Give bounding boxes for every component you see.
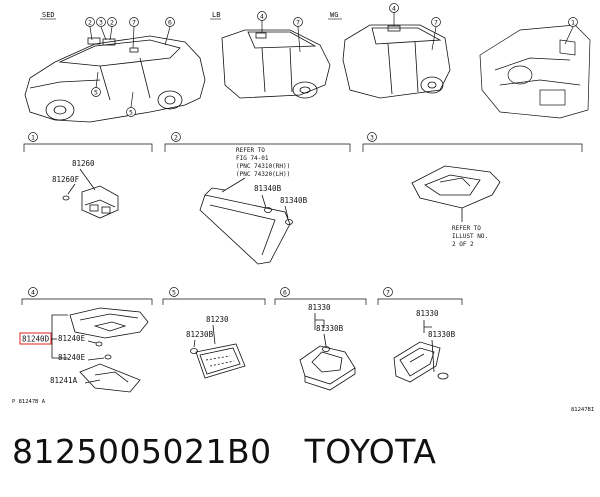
diagram-code-right: 81247BI — [571, 407, 594, 413]
refer-line-4: (PNC 74320(LH)) — [236, 171, 290, 178]
part-81260-label: 81260 — [72, 159, 95, 168]
part-81240e-label-1: 81240E — [58, 334, 86, 343]
variant-label-lb: LB — [212, 11, 220, 19]
map-lamp-drawing — [190, 324, 246, 379]
panel-number-circles-row1 — [28, 132, 377, 142]
overhead-console-drawing — [411, 165, 501, 222]
refer-note-line-2: ILLUST NO. — [452, 233, 488, 240]
part-81230b-label: 81230B — [186, 330, 214, 339]
interior-illustration — [479, 24, 591, 119]
part-81260-drawing — [62, 168, 119, 219]
panel6-number: 6 — [283, 289, 287, 297]
refer-line-1: REFER TO — [236, 147, 265, 154]
callout-2b: 2 — [110, 19, 114, 27]
part-81340b-label-1: 81340B — [254, 184, 282, 193]
part-81230-label: 81230 — [206, 315, 229, 324]
callout-1: 1 — [571, 19, 575, 27]
part-81340b-label-2: 81340B — [280, 196, 308, 205]
callout-7: 7 — [132, 19, 136, 27]
wagon-illustration — [342, 24, 451, 99]
wagon-callout-numbers: 4 7 — [392, 5, 438, 27]
panel-frames-row1 — [23, 143, 583, 152]
refer-note-line-1: REFER TO — [452, 225, 481, 232]
footer-caption: 8125005021B0 TOYOTA — [12, 432, 436, 471]
variant-label-wg: WG — [330, 11, 338, 19]
sun-visor-drawing — [199, 177, 293, 265]
part-81330-label-6: 81330 — [308, 303, 331, 312]
refer-line-2: FIG 74-01 — [236, 155, 269, 162]
interior-callouts — [564, 17, 578, 45]
callout-5b: 5 — [129, 109, 133, 117]
part-81330b-label-6: 81330B — [316, 324, 344, 333]
callout-6: 6 — [168, 19, 172, 27]
panel2-number: 2 — [174, 134, 178, 142]
panel5-number: 5 — [172, 289, 176, 297]
part-81240e-label-2: 81240E — [58, 353, 86, 362]
liftback-callouts — [257, 11, 303, 53]
panel1-number: 1 — [31, 134, 35, 142]
refer-line-3: (PNC 74310(RH)) — [236, 163, 290, 170]
refer-note-line-3: 2 OF 2 — [452, 241, 474, 248]
variant-label-sed: SED — [42, 11, 55, 19]
part-81241a-label: 81241A — [50, 376, 78, 385]
part-81330-label-7: 81330 — [416, 309, 439, 318]
callout-5: 5 — [94, 89, 98, 97]
sedan-callout-numbers: 2 3 2 7 6 5 5 — [88, 19, 172, 117]
panel-frames-row2 — [21, 298, 463, 305]
panel-number-circles-row2 — [28, 287, 393, 297]
callout-2: 2 — [88, 19, 92, 27]
highlight-box-81240d — [19, 332, 52, 345]
panel4-number: 4 — [31, 289, 35, 297]
diagram-code-left: P 81247B A — [12, 399, 46, 405]
part-81240d-label: 81240D — [22, 335, 50, 344]
part-81330b-label-7: 81330B — [428, 330, 456, 339]
callout-3: 3 — [99, 19, 103, 27]
room-lamp-drawing — [51, 307, 149, 393]
liftback-callout-numbers: 4 7 — [260, 13, 300, 27]
callout-7b: 7 — [296, 19, 300, 27]
panel7-number: 7 — [386, 289, 390, 297]
part-number: 8125005021B0 — [12, 432, 272, 471]
luggage-lamp-drawing — [299, 313, 356, 391]
callout-7c: 7 — [434, 19, 438, 27]
liftback-illustration — [221, 29, 331, 99]
wagon-callouts — [389, 3, 441, 51]
callout-4b: 4 — [392, 5, 396, 13]
panel3-number: 3 — [370, 134, 374, 142]
sedan-illustration — [24, 35, 206, 123]
brand-name: TOYOTA — [304, 432, 437, 471]
part-81260f-label: 81260F — [52, 175, 80, 184]
sedan-callouts — [85, 17, 175, 117]
door-courtesy-lamp-drawing — [393, 320, 449, 383]
callout-4: 4 — [260, 13, 264, 21]
